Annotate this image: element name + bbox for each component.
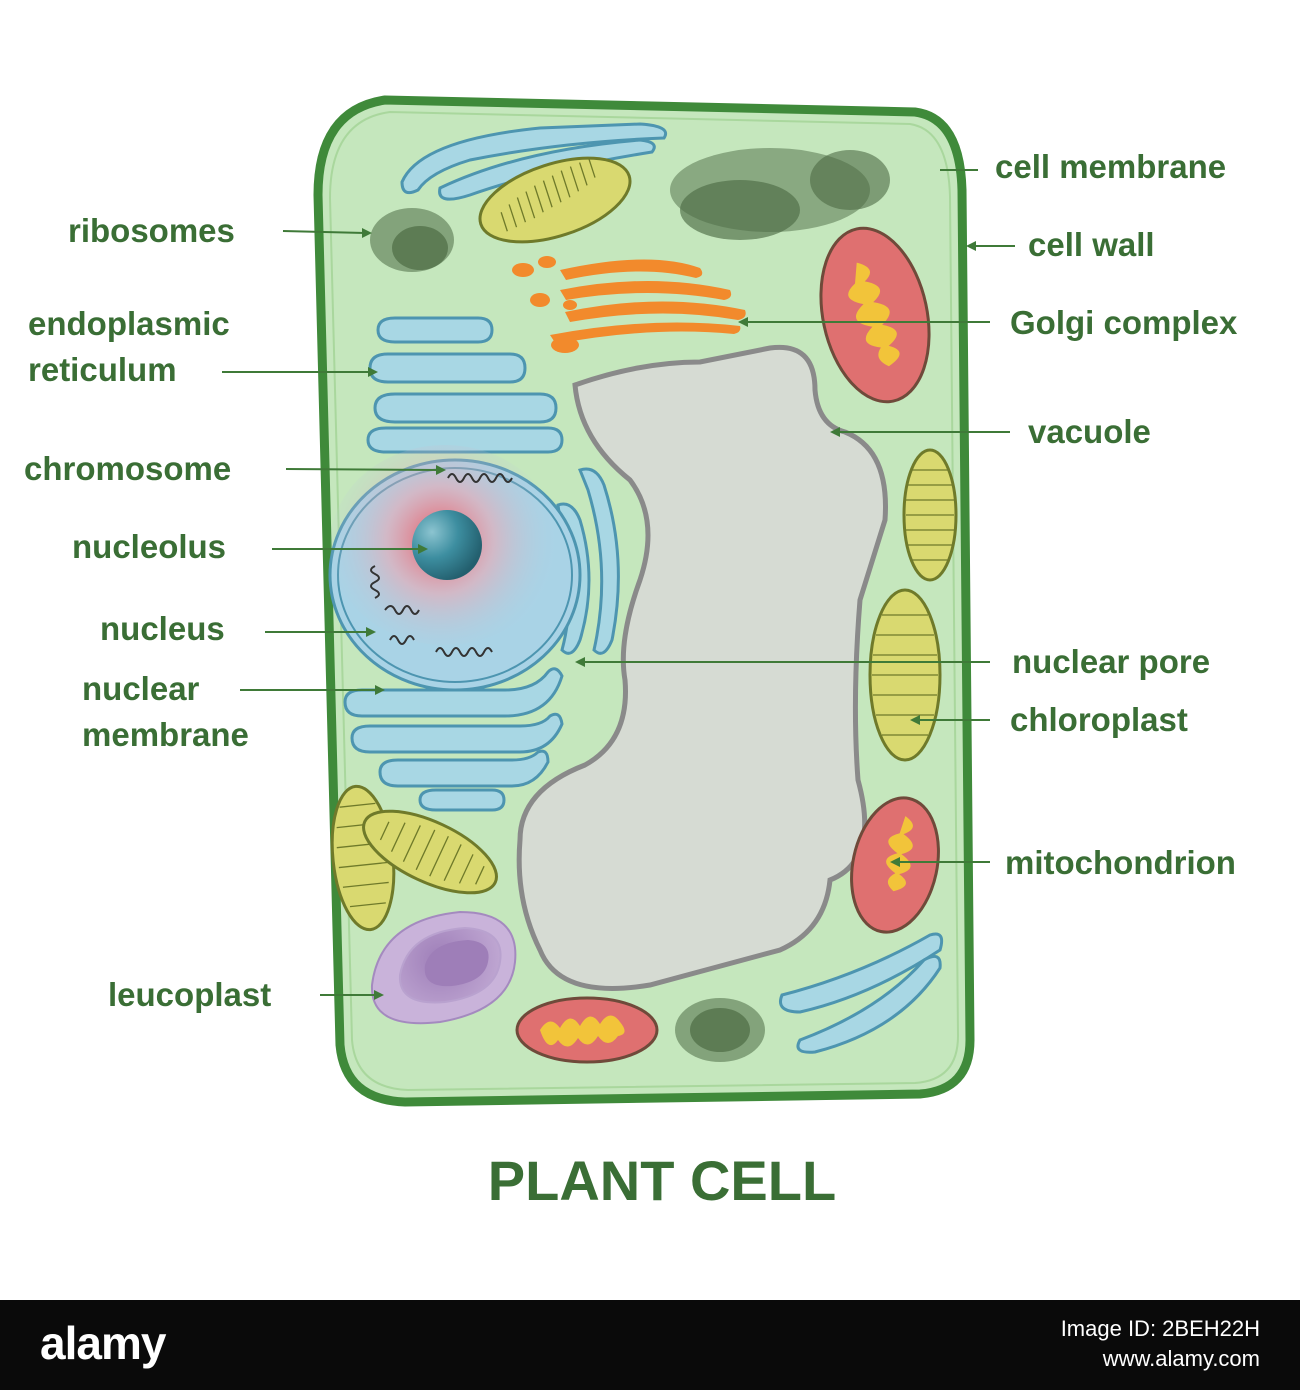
label-nuclear-membrane-line1: nuclear — [82, 670, 200, 707]
label-golgi-complex: Golgi complex — [1010, 304, 1238, 341]
label-cell-wall: cell wall — [1028, 226, 1155, 263]
label-chloroplast: chloroplast — [1010, 701, 1188, 738]
chromosome-strand — [435, 647, 493, 657]
label-cell-membrane: cell membrane — [995, 148, 1226, 185]
label-endoplasmic-reticulum-line2: reticulum — [28, 351, 177, 388]
ribosomes-cluster — [370, 148, 890, 1062]
chromosome-strand — [370, 565, 415, 645]
label-nucleus: nucleus — [100, 610, 225, 647]
endoplasmic-reticulum — [343, 122, 944, 1054]
label-vacuole: vacuole — [1028, 413, 1151, 450]
leucoplast-shape — [370, 910, 517, 1025]
footer-bar: alamy Image ID: 2BEH22H www.alamy.com — [0, 1300, 1300, 1390]
site-url[interactable]: www.alamy.com — [1102, 1346, 1260, 1371]
diagram-title: PLANT CELL — [488, 1149, 836, 1212]
chloroplast-shape — [330, 156, 958, 932]
footer-info: Image ID: 2BEH22H www.alamy.com — [1061, 1314, 1260, 1374]
label-pointers — [222, 169, 1015, 1000]
cell-membrane — [328, 110, 960, 1092]
nucleolus-body — [412, 510, 482, 580]
label-leucoplast: leucoplast — [108, 976, 271, 1013]
chromosome-strand — [447, 473, 513, 483]
label-ribosomes: ribosomes — [68, 212, 235, 249]
label-chromosome: chromosome — [24, 450, 231, 487]
label-endoplasmic-reticulum-line1: endoplasmic — [28, 305, 230, 342]
chromosome-strand — [384, 605, 420, 615]
mitochondrion-shape — [515, 226, 940, 1064]
label-mitochondrion: mitochondrion — [1005, 844, 1236, 881]
plant-cell-diagram: ribosomes endoplasmic reticulum chromoso… — [24, 95, 1238, 1212]
golgi-complex — [512, 256, 746, 353]
nucleus — [328, 445, 582, 692]
label-nuclear-membrane-line2: membrane — [82, 716, 249, 753]
brand-logo: alamy — [40, 1317, 166, 1369]
label-nucleolus: nucleolus — [72, 528, 226, 565]
image-id-text: Image ID: 2BEH22H — [1060, 1316, 1260, 1341]
label-nuclear-pore: nuclear pore — [1012, 643, 1210, 680]
vacuole — [516, 344, 888, 991]
